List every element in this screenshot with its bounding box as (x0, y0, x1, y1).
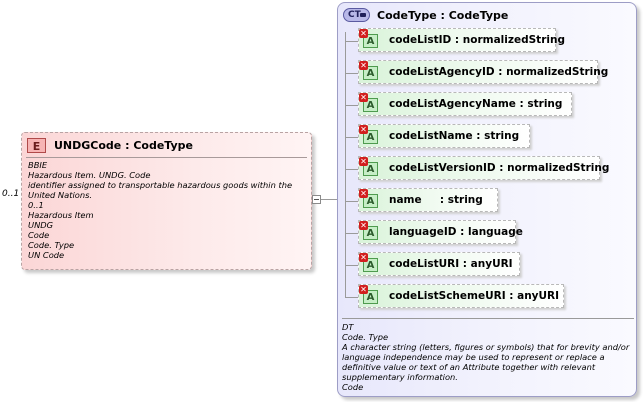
element-doc-line: Hazardous Item. UNDG. Code (28, 170, 151, 180)
prohibited-icon: ✕ (359, 29, 368, 38)
attribute-codelistname[interactable]: A ✕ codeListName : string (358, 124, 530, 148)
element-doc-line: Hazardous Item (28, 210, 94, 220)
element-header: E UNDGCode : CodeType (27, 137, 193, 153)
attribute-branch-line (345, 297, 359, 298)
element-documentation: BBIE Hazardous Item. UNDG. Code identifi… (28, 160, 307, 260)
attribute-branch-line (345, 265, 359, 266)
complex-type-doc-line: DT (342, 322, 354, 332)
element-doc-line: UN Code (28, 250, 65, 260)
complex-type-title: CodeType : CodeType (377, 8, 509, 22)
prohibited-icon: ✕ (359, 157, 368, 166)
attribute-codelistid[interactable]: A ✕ codeListID : normalizedString (358, 28, 565, 52)
attribute-label: codeListURI : anyURI (389, 258, 513, 270)
element-title: UNDGCode : CodeType (54, 138, 193, 152)
connector-line (321, 199, 345, 200)
attribute-languageid[interactable]: A ✕ languageID : language (358, 220, 523, 244)
complex-type-doc-line: Code (342, 382, 364, 392)
complex-type-header: CT CodeType : CodeType (343, 8, 508, 22)
attribute-label: codeListName : string (389, 130, 520, 142)
attribute-branch-line (345, 201, 359, 202)
attribute-branch-line (345, 105, 359, 106)
attribute-codelistagencyid[interactable]: A ✕ codeListAgencyID : normalizedString (358, 60, 608, 84)
attribute-name[interactable]: A ✕ name : string (358, 188, 498, 212)
attribute-branch-line (345, 169, 359, 170)
attribute-label: codeListAgencyID : normalizedString (389, 66, 609, 78)
prohibited-icon: ✕ (359, 285, 368, 294)
element-doc-line: 0..1 (28, 200, 44, 210)
prohibited-icon: ✕ (359, 221, 368, 230)
complex-type-documentation: DT Code. Type A character string (letter… (342, 322, 634, 392)
attribute-label: codeListAgencyName : string (389, 98, 563, 110)
prohibited-icon: ✕ (359, 189, 368, 198)
prohibited-icon: ✕ (359, 61, 368, 70)
attribute-codelistschemeuri[interactable]: A ✕ codeListSchemeURI : anyURI (358, 284, 564, 308)
complex-type-divider (342, 318, 634, 319)
attribute-label: codeListSchemeURI : anyURI (389, 290, 560, 302)
occurrence-label: 0..1 (2, 189, 20, 199)
attribute-branch-line (345, 41, 359, 42)
attribute-codelisturi[interactable]: A ✕ codeListURI : anyURI (358, 252, 520, 276)
collapse-toggle-icon[interactable] (312, 195, 321, 204)
element-undgcode[interactable]: E UNDGCode : CodeType BBIE Hazardous Ite… (21, 132, 312, 270)
prohibited-icon: ✕ (359, 93, 368, 102)
attribute-branch-line (345, 233, 359, 234)
element-doc-line: UNDG (28, 220, 54, 230)
attribute-branch-line (345, 137, 359, 138)
prohibited-icon: ✕ (359, 253, 368, 262)
attribute-codelistagencyname[interactable]: A ✕ codeListAgencyName : string (358, 92, 572, 116)
element-badge-icon: E (27, 137, 46, 153)
prohibited-icon: ✕ (359, 125, 368, 134)
attribute-label: codeListID : normalizedString (389, 34, 565, 46)
attribute-label: languageID : language (389, 226, 523, 238)
element-doc-line: Code (28, 230, 50, 240)
element-divider (26, 157, 307, 158)
element-doc-line: Code. Type (28, 240, 75, 250)
complex-type-doc-line: Code. Type (342, 332, 389, 342)
attribute-branch-line (345, 73, 359, 74)
element-doc-line: BBIE (28, 160, 48, 170)
attribute-label: codeListVersionID : normalizedString (389, 162, 610, 174)
complex-type-doc-line: A character string (letters, figures or … (342, 342, 630, 382)
complex-type-badge-icon: CT (343, 8, 370, 22)
element-doc-line: identifier assigned to transportable haz… (28, 180, 293, 200)
attribute-codelistversionid[interactable]: A ✕ codeListVersionID : normalizedString (358, 156, 609, 180)
attribute-tree-line (345, 32, 346, 298)
attribute-label: name : string (389, 194, 483, 206)
